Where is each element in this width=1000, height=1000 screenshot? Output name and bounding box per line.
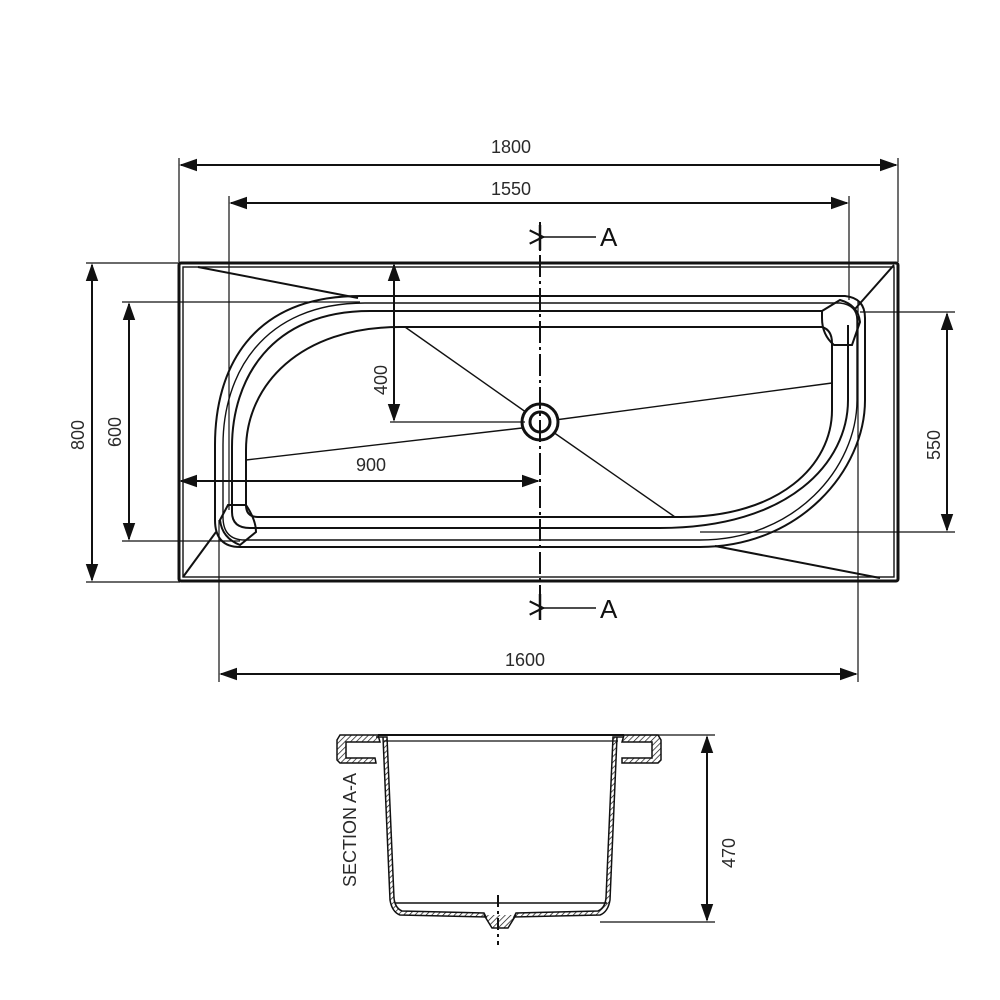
dimension-drain-from-left: 900 bbox=[179, 455, 540, 488]
svg-text:1800: 1800 bbox=[491, 137, 531, 157]
slope-line-1 bbox=[404, 326, 531, 416]
svg-text:1550: 1550 bbox=[491, 179, 531, 199]
svg-text:SECTION A-A: SECTION A-A bbox=[340, 773, 360, 887]
dimension-depth: 470 bbox=[600, 734, 739, 923]
dimension-inner-length: 1550 bbox=[228, 179, 850, 510]
section-right-wall bbox=[512, 736, 624, 918]
basin-step-edge bbox=[231, 310, 849, 529]
svg-text:600: 600 bbox=[105, 417, 125, 447]
section-right-flange bbox=[621, 734, 662, 764]
corner-bevel-bottom-left bbox=[182, 531, 217, 578]
tub-inner-rim-line bbox=[182, 266, 895, 578]
svg-text:550: 550 bbox=[924, 430, 944, 460]
dimension-overall-width: 800 bbox=[68, 262, 180, 583]
corner-bevel-top-left bbox=[197, 266, 359, 299]
slope-line-2 bbox=[554, 382, 833, 421]
svg-text:400: 400 bbox=[371, 365, 391, 395]
section-left-flange bbox=[336, 734, 381, 764]
corner-bevel-bottom-right bbox=[714, 545, 881, 579]
plan-view: A A 1800 1550 1600 bbox=[68, 137, 955, 682]
section-drain-sump bbox=[483, 914, 517, 929]
corner-seat-bottom-left bbox=[218, 504, 258, 547]
corner-bevel-top-right bbox=[854, 264, 895, 310]
slope-line-3 bbox=[245, 427, 523, 461]
svg-text:A: A bbox=[600, 594, 618, 624]
dimension-inner-width-left: 600 bbox=[105, 301, 360, 542]
svg-text:900: 900 bbox=[356, 455, 386, 475]
section-left-wall bbox=[376, 736, 488, 918]
svg-text:800: 800 bbox=[68, 420, 88, 450]
svg-text:A: A bbox=[600, 222, 618, 252]
basin-outer-edge bbox=[214, 295, 866, 548]
dimension-overall-length: 1800 bbox=[178, 137, 899, 262]
tub-outer-rim bbox=[177, 261, 900, 583]
slope-line-4 bbox=[552, 431, 676, 518]
dimension-drain-from-top: 400 bbox=[371, 263, 525, 423]
dimension-inner-width-right: 550 bbox=[700, 311, 955, 533]
section-marker-bottom: A bbox=[540, 594, 618, 624]
dimension-rim-length: 1600 bbox=[218, 300, 859, 682]
section-marker-top: A bbox=[540, 222, 618, 252]
svg-text:1600: 1600 bbox=[505, 650, 545, 670]
section-view: SECTION A-A 470 bbox=[336, 734, 739, 945]
svg-text:470: 470 bbox=[719, 838, 739, 868]
corner-seat-top-right bbox=[821, 298, 862, 346]
